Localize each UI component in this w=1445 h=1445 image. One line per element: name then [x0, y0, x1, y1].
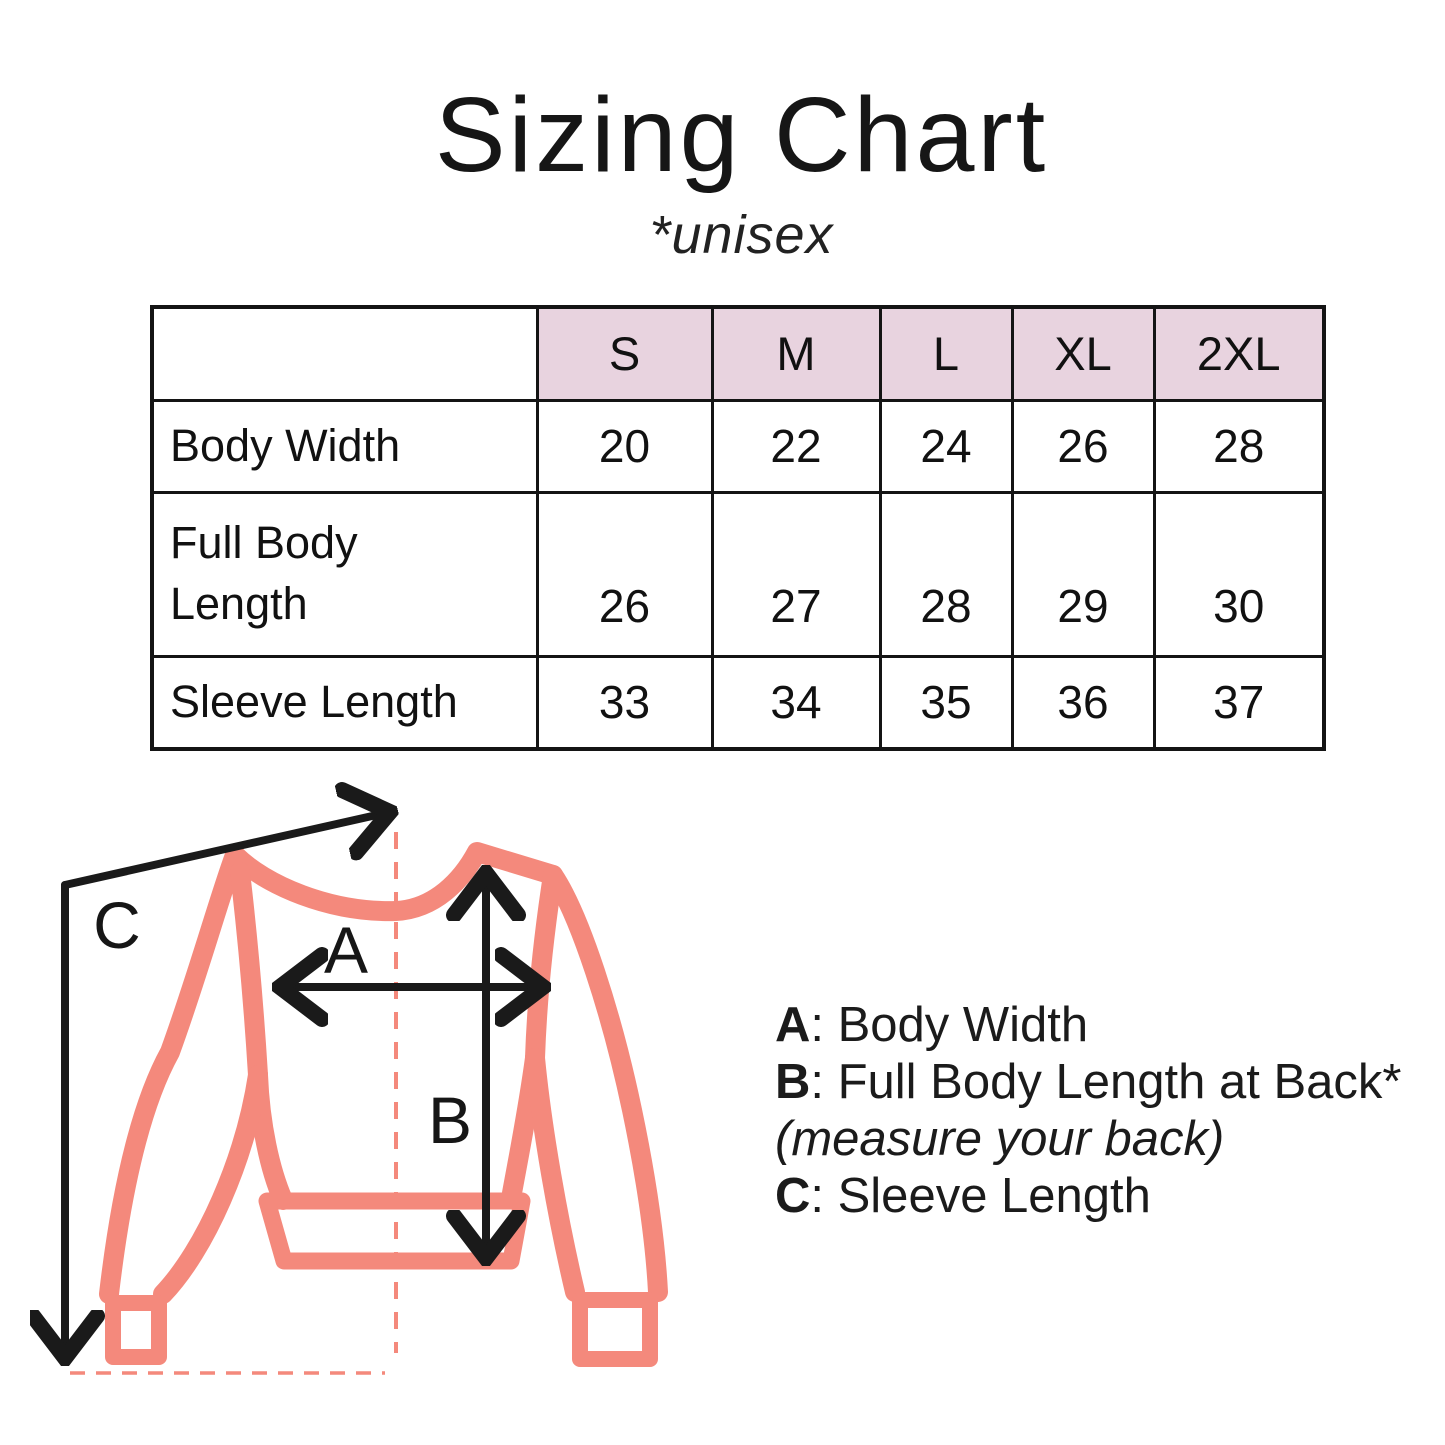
table-cell: 33 — [535, 654, 714, 751]
legend-line-a: A: Body Width — [775, 997, 1435, 1054]
table-header-cell-m: M — [710, 305, 882, 402]
page-title: Sizing Chart — [434, 76, 1049, 194]
table-cell: 20 — [535, 398, 714, 494]
diagram-label-b: B — [428, 1083, 472, 1157]
table-cell: 30 — [1152, 490, 1326, 658]
legend-text: : Sleeve Length — [810, 1169, 1151, 1223]
row-label-cell: Sleeve Length — [150, 654, 539, 751]
table-row: Full Body Length 26 27 28 29 30 — [150, 490, 1326, 658]
measurement-legend: A: Body Width B: Full Body Length at Bac… — [775, 997, 1435, 1225]
left-cuff — [105, 1295, 167, 1365]
legend-text: (measure your back) — [775, 1112, 1225, 1166]
table-header-cell-2xl: 2XL — [1152, 305, 1326, 402]
table-cell: 24 — [878, 398, 1014, 494]
sizing-table: S M L XL 2XL Body Width 20 22 24 26 28 F… — [150, 305, 1326, 751]
right-armhole-seam — [525, 865, 563, 1068]
table-cell: 22 — [710, 398, 882, 494]
table-cell: 37 — [1152, 654, 1326, 751]
legend-key: B — [775, 1055, 811, 1109]
row-label-cell: Full Body Length — [150, 490, 539, 658]
legend-line-note: (measure your back) — [775, 1111, 1435, 1168]
measurement-arrow-c-diagonal — [61, 812, 390, 889]
row-label: Body Width — [170, 419, 401, 471]
table-cell: 28 — [1152, 398, 1326, 494]
table-corner-cell — [150, 305, 539, 402]
table-header-cell-xl: XL — [1010, 305, 1156, 402]
right-sleeve-inner-edge — [525, 1048, 585, 1302]
table-cell: 26 — [1010, 398, 1156, 494]
legend-key: C — [775, 1169, 811, 1223]
legend-text: : Full Body Length at Back* — [810, 1055, 1402, 1109]
table-cell: 35 — [878, 654, 1014, 751]
legend-text: : Body Width — [810, 998, 1089, 1052]
table-row: Sleeve Length 33 34 35 36 37 — [150, 654, 1326, 751]
row-label-cell: Body Width — [150, 398, 539, 494]
table-cell: 28 — [878, 490, 1014, 658]
legend-key: A — [775, 998, 811, 1052]
sweatshirt-outline — [99, 842, 668, 1367]
table-header-row: S M L XL 2XL — [150, 305, 1326, 402]
right-cuff — [572, 1292, 658, 1367]
left-armhole-seam — [230, 862, 268, 1085]
legend-line-c: C: Sleeve Length — [775, 1168, 1435, 1225]
left-sleeve-inner-edge — [153, 1065, 268, 1304]
header: Sizing Chart *unisex — [0, 80, 1445, 266]
row-label: Sleeve Length — [170, 675, 458, 727]
table-cell: 26 — [535, 490, 714, 658]
table-header-cell-s: S — [535, 305, 714, 402]
row-label: Full Body Length — [170, 517, 358, 629]
subtitle: *unisex — [649, 205, 834, 265]
table-cell: 36 — [1010, 654, 1156, 751]
table-cell: 29 — [1010, 490, 1156, 658]
sweatshirt-body-path — [99, 842, 668, 1304]
legend-line-b: B: Full Body Length at Back* — [775, 1054, 1435, 1111]
diagram-label-a: A — [324, 913, 368, 987]
diagram-label-c: C — [93, 888, 141, 962]
table-cell: 34 — [710, 654, 882, 751]
table-header-cell-l: L — [878, 305, 1014, 402]
table-cell: 27 — [710, 490, 882, 658]
table-row: Body Width 20 22 24 26 28 — [150, 398, 1326, 494]
garment-measurement-diagram: A B C — [30, 780, 668, 1375]
